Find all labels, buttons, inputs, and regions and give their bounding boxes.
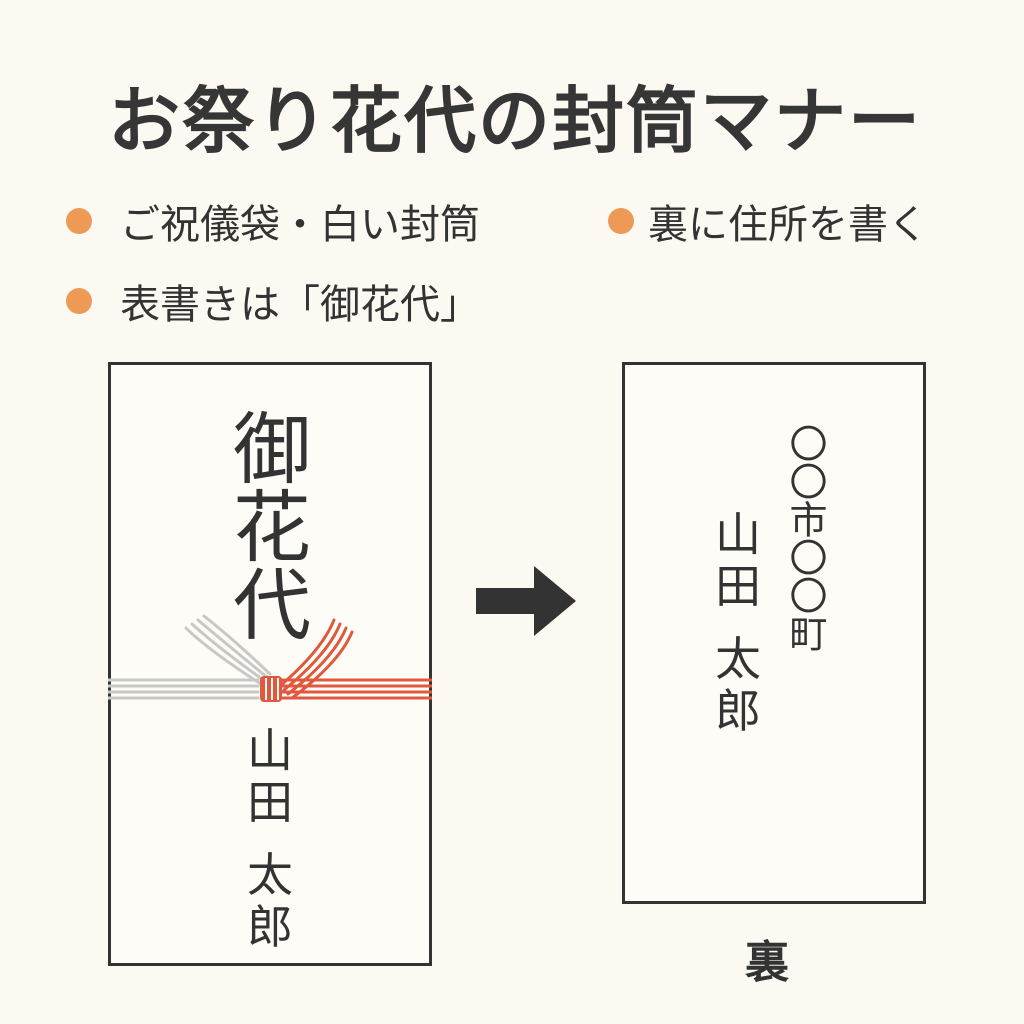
bullet-dot-icon [66, 208, 92, 234]
front-sender-name: 山田 太郎 [240, 726, 294, 955]
arrow-right-icon [476, 566, 576, 636]
page-title: お祭り花代の封筒マナー [108, 79, 923, 163]
back-address-text: 〇〇市〇〇町 [783, 424, 827, 652]
bullet-text: 裏に住所を書く [648, 202, 928, 248]
bullet-dot-icon [608, 208, 634, 234]
back-sender-name: 山田 太郎 [708, 510, 762, 739]
envelope-back [622, 362, 926, 904]
omotegaki-text: 御花代 [220, 408, 310, 642]
bullet-text: ご祝儀袋・白い封筒 [120, 202, 480, 248]
bullet-item-back-address: 裏に住所を書く [608, 192, 928, 250]
bullet-item-omotegaki: 表書きは「御花代」 [66, 272, 480, 330]
envelope-front [108, 362, 432, 966]
bullet-item-envelope-type: ご祝儀袋・白い封筒 [66, 192, 480, 250]
bullet-dot-icon [66, 288, 92, 314]
back-label: 裏 [745, 937, 789, 988]
mizuhiki-cord-icon [108, 614, 432, 702]
bullet-text: 表書きは「御花代」 [120, 282, 480, 328]
